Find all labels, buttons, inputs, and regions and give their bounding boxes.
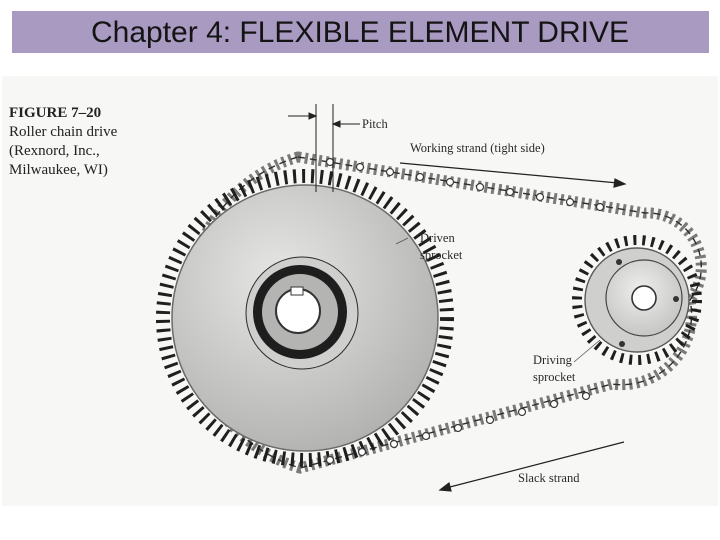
working-strand-label: Working strand (tight side) (410, 141, 545, 155)
figure-caption: FIGURE 7–20 Roller chain drive (Rexnord,… (9, 104, 117, 180)
driving-sprocket-label: Driving sprocket (533, 353, 576, 384)
figure-number: FIGURE 7–20 (9, 105, 102, 121)
page-title: Chapter 4: FLEXIBLE ELEMENT DRIVE (91, 16, 629, 49)
slack-strand-arrow (438, 441, 625, 492)
caption-line: (Rexnord, Inc., (9, 143, 100, 159)
caption-line: Roller chain drive (9, 124, 118, 140)
chain-links-top (325, 157, 605, 212)
pitch-label: Pitch (362, 117, 388, 131)
driven-sprocket-label: Driven sprocket (420, 231, 463, 262)
leader-lines (395, 237, 601, 363)
driving-sprocket (572, 235, 702, 365)
chain-links-bottom (325, 391, 591, 465)
title-band (12, 11, 709, 53)
slack-strand-label: Slack strand (518, 471, 580, 485)
driven-sprocket (156, 169, 454, 467)
caption-line: Milwaukee, WI) (9, 162, 108, 178)
pitch-indicator (288, 104, 360, 192)
working-strand-arrow (399, 162, 627, 188)
